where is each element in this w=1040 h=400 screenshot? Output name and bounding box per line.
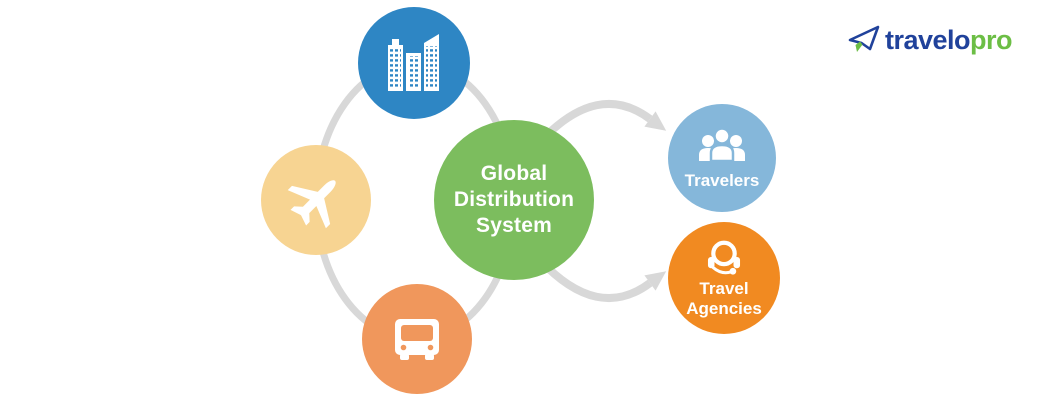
logo-wordmark: travelopro	[884, 24, 1013, 55]
logo-text-primary: travelo	[884, 24, 971, 55]
travelopro-logo[interactable]: travelopro	[848, 24, 1013, 55]
people-icon	[699, 126, 745, 162]
gds-title: Global Distribution System	[454, 161, 574, 239]
bus-icon	[395, 319, 439, 360]
node-gds-center: Global Distribution System	[434, 120, 594, 280]
node-buses	[362, 284, 472, 394]
paper-plane-icon	[848, 25, 880, 52]
node-travel-agencies: Travel Agencies	[668, 222, 780, 334]
travelers-label: Travelers	[684, 170, 760, 190]
agencies-label-line2: Agencies	[686, 298, 762, 318]
agencies-label-line1: Travel	[699, 278, 749, 298]
arrow-to-agencies	[537, 257, 667, 302]
node-hotels	[358, 7, 470, 119]
gds-title-line1: Global	[480, 162, 548, 185]
node-travelers: Travelers	[668, 104, 776, 212]
headset-icon	[707, 240, 741, 275]
node-flights	[261, 145, 371, 255]
gds-title-line3: System	[476, 214, 552, 237]
arrowhead-icon	[644, 111, 667, 131]
buildings-icon	[388, 34, 439, 91]
logo-text-secondary: pro	[970, 24, 1013, 55]
agencies-label: Travel Agencies	[686, 279, 762, 319]
gds-title-line2: Distribution	[453, 188, 575, 211]
arrowhead-icon	[644, 271, 667, 291]
airplane-icon	[287, 180, 336, 229]
